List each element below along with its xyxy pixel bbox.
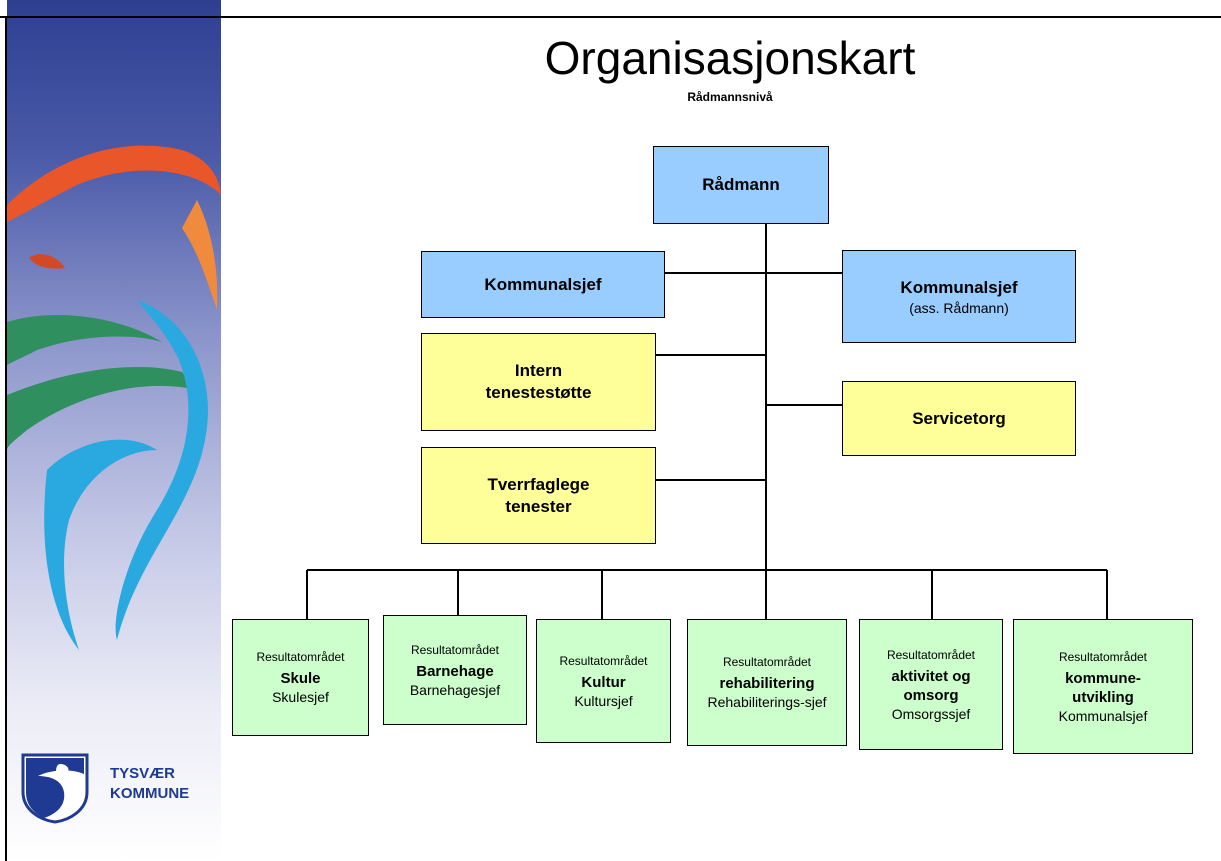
- result-box-barnehage-kicker: Resultatområdet: [410, 642, 500, 657]
- kommune-name-line1: TYSVÆR: [110, 765, 176, 782]
- result-box-rehabilitering: Resultatområdet rehabilitering Rehabilit…: [687, 619, 847, 746]
- box-kommunalsjef-right-sub: (ass. Rådmann): [909, 299, 1009, 316]
- frame-left-rule: [5, 16, 7, 861]
- result-box-kultur: Resultatområdet Kultur Kultursjef: [536, 619, 671, 743]
- box-tverrfaglege-tenester: Tverrfaglege tenester: [421, 447, 656, 544]
- kommune-name: TYSVÆR KOMMUNE: [110, 764, 230, 804]
- result-box-omsorg-kicker: Resultatområdet: [886, 647, 976, 662]
- result-box-barnehage-head: Barnehage: [416, 662, 494, 680]
- result-box-omsorg: Resultatområdet aktivitet og omsorg Omso…: [859, 619, 1003, 750]
- result-box-rehabilitering-role: Rehabiliterings-sjef: [707, 694, 827, 710]
- result-box-skule-kicker: Resultatområdet: [256, 650, 345, 664]
- side-gradient-panel: [7, 0, 221, 861]
- result-box-kommuneutvikling: Resultatområdet kommune-utvikling Kommun…: [1013, 619, 1193, 754]
- result-box-barnehage: Resultatområdet Barnehage Barnehagesjef: [383, 615, 527, 725]
- result-box-kultur-role: Kultursjef: [574, 692, 633, 709]
- result-box-kommuneutvikling-role: Kommunalsjef: [1058, 707, 1148, 724]
- box-intern-tenestestotte-label: Intern tenestestøtte: [485, 361, 592, 402]
- box-kommunalsjef-left-label: Kommunalsjef: [484, 274, 602, 294]
- bird-swoosh-graphic: [7, 145, 221, 650]
- result-box-kommuneutvikling-kicker: Resultatområdet: [1058, 649, 1148, 664]
- box-servicetorg-label: Servicetorg: [912, 408, 1006, 428]
- result-box-kultur-kicker: Resultatområdet: [559, 653, 648, 668]
- frame-top-rule: [0, 16, 1221, 18]
- box-kommunalsjef-right-label: Kommunalsjef: [900, 277, 1018, 297]
- result-box-barnehage-role: Barnehagesjef: [409, 681, 501, 698]
- result-box-rehabilitering-head: rehabilitering: [719, 675, 815, 692]
- box-kommunalsjef-right: Kommunalsjef (ass. Rådmann): [842, 250, 1076, 343]
- page-title: Organisasjonskart: [544, 32, 916, 84]
- result-box-rehabilitering-kicker: Resultatområdet: [722, 655, 812, 669]
- result-box-skule: Resultatområdet Skule Skulesjef: [232, 619, 369, 736]
- box-radmann-label: Rådmann: [702, 175, 780, 194]
- result-box-kultur-head: Kultur: [581, 673, 626, 691]
- result-box-kommuneutvikling-head: kommune-utvikling: [1065, 669, 1141, 706]
- kommune-name-line2: KOMMUNE: [110, 785, 190, 802]
- result-box-skule-head: Skule: [280, 670, 321, 687]
- box-tverrfaglege-tenester-label: Tverrfaglege tenester: [487, 474, 590, 516]
- box-intern-tenestestotte: Intern tenestestøtte: [421, 333, 656, 431]
- box-kommunalsjef-left: Kommunalsjef: [421, 251, 665, 318]
- box-servicetorg: Servicetorg: [842, 381, 1076, 456]
- kommune-shield-icon: [21, 753, 89, 824]
- result-box-omsorg-head: aktivitet og omsorg: [891, 667, 971, 704]
- box-radmann: Rådmann: [653, 146, 829, 224]
- result-box-skule-role: Skulesjef: [272, 689, 329, 705]
- result-box-omsorg-role: Omsorgssjef: [891, 705, 971, 722]
- page-subtitle: Rådmannsnivå: [687, 90, 773, 104]
